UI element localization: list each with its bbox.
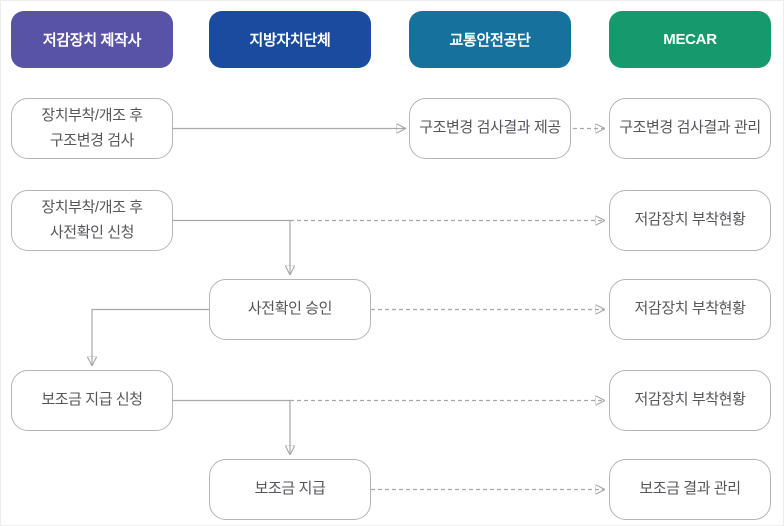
connector-preconfirm-request-to-approve xyxy=(173,219,290,275)
node-label: 보조금 결과 관리 xyxy=(639,480,741,498)
column-header-label: MECAR xyxy=(663,31,717,48)
node-preconfirm-approve: 사전확인 승인 xyxy=(209,279,371,340)
node-label: 저감장치 부착현황 xyxy=(634,391,746,409)
node-label: 저감장치 부착현황 xyxy=(634,300,746,318)
node-subsidy-result-manage: 보조금 결과 관리 xyxy=(609,459,771,520)
column-header-label: 교통안전공단 xyxy=(449,32,531,49)
node-subsidy-payment-request: 보조금 지급 신청 xyxy=(11,370,173,431)
node-device-attach-status-1: 저감장치 부착현황 xyxy=(609,190,771,251)
connector-preconfirm-approve-to-subsidy-request xyxy=(92,308,209,366)
column-header-local-government: 지방자치단체 xyxy=(209,11,371,68)
node-inspection-result-manage: 구조변경 검사결과 관리 xyxy=(609,98,771,159)
node-label: 보조금 지급 신청 xyxy=(41,391,143,409)
connector-subsidy-request-to-payment xyxy=(173,399,290,455)
node-subsidy-payment: 보조금 지급 xyxy=(209,459,371,520)
column-header-mecar: MECAR xyxy=(609,11,771,68)
node-label: 구조변경 검사결과 관리 xyxy=(619,119,761,137)
node-device-attach-status-2: 저감장치 부착현황 xyxy=(609,279,771,340)
column-header-kotsa: 교통안전공단 xyxy=(409,11,571,68)
column-header-label: 지방자치단체 xyxy=(249,32,331,49)
node-label: 사전확인 승인 xyxy=(247,300,333,318)
node-label: 장치부착/개조 후 사전확인 신청 xyxy=(41,198,143,241)
node-structure-change-inspection: 장치부착/개조 후 구조변경 검사 xyxy=(11,98,173,159)
node-preconfirm-request: 장치부착/개조 후 사전확인 신청 xyxy=(11,190,173,251)
node-label: 장치부착/개조 후 구조변경 검사 xyxy=(41,106,143,149)
node-device-attach-status-3: 저감장치 부착현황 xyxy=(609,370,771,431)
column-header-manufacturer: 저감장치 제작사 xyxy=(11,11,173,68)
column-header-label: 저감장치 제작사 xyxy=(42,32,142,49)
node-label: 보조금 지급 xyxy=(254,480,326,498)
node-label: 저감장치 부착현황 xyxy=(634,211,746,229)
node-inspection-result-provide: 구조변경 검사결과 제공 xyxy=(409,98,571,159)
node-label: 구조변경 검사결과 제공 xyxy=(419,119,561,137)
